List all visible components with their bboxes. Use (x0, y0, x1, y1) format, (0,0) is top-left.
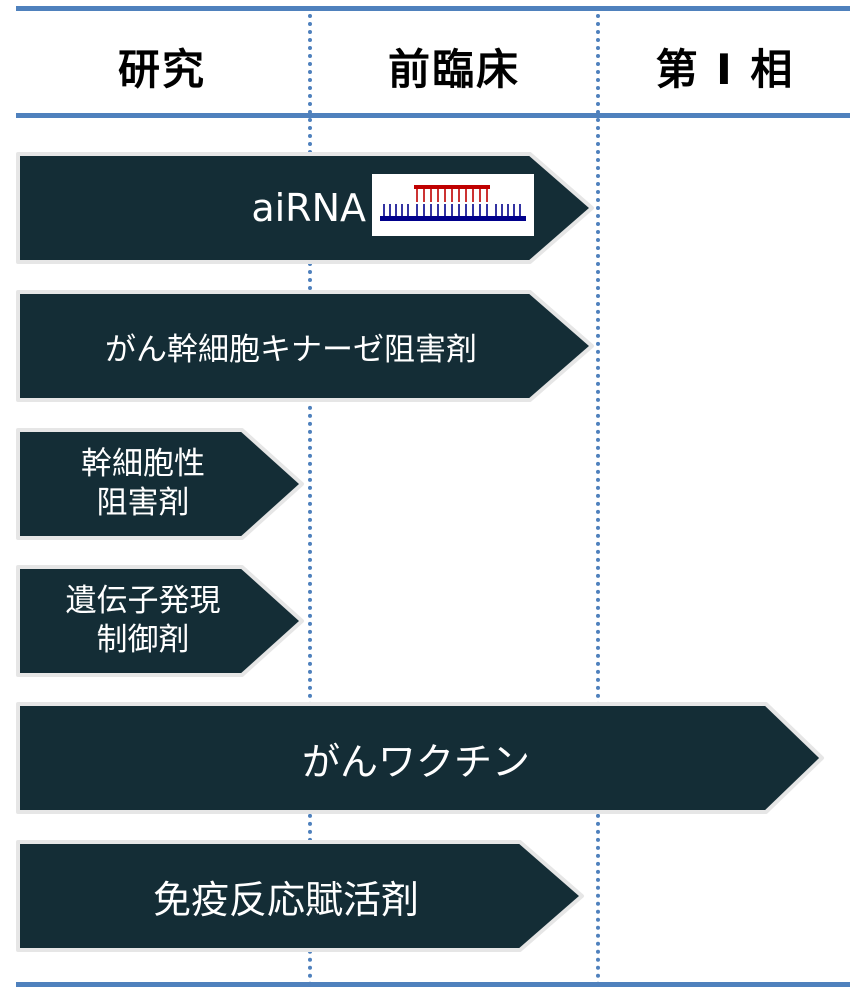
pipeline-arrow-immune-activator: 免疫反応賦活剤 (16, 840, 586, 952)
pipeline-arrow-stemness-inhibitor: 幹細胞性 阻害剤 (16, 428, 306, 540)
top-rule (16, 6, 850, 11)
header-phase1: 第 I 相 (655, 44, 795, 94)
pipeline-label-gene-expression-regulator: 遺伝子発現 制御剤 (16, 565, 270, 677)
pipeline-label-stemness-inhibitor-line2: 阻害剤 (96, 485, 190, 521)
pipeline-label-cancer-vaccine: がんワクチン (301, 739, 530, 784)
column-divider-preclinical-phase1 (596, 14, 600, 987)
header-preclinical: 前臨床 (387, 44, 520, 94)
pipeline-label-stemness-inhibitor: 幹細胞性 阻害剤 (16, 428, 270, 540)
pipeline-arrow-cancer-vaccine: がんワクチン (16, 702, 826, 814)
rna-duplex-icon (372, 174, 534, 236)
pipeline-label-airna: aiRNA (251, 186, 366, 230)
pipeline-label-csc-kinase-inhibitor: がん幹細胞キナーゼ阻害剤 (105, 331, 477, 368)
pipeline-label-immune-activator: 免疫反応賦活剤 (152, 877, 419, 922)
bottom-rule (16, 982, 850, 987)
column-divider-research-preclinical (308, 14, 312, 987)
pipeline-arrow-airna: aiRNA (16, 152, 596, 264)
header-research: 研究 (117, 44, 206, 94)
pipeline-arrow-csc-kinase-inhibitor: がん幹細胞キナーゼ阻害剤 (16, 290, 596, 402)
pipeline-arrow-gene-expression-regulator: 遺伝子発現 制御剤 (16, 565, 306, 677)
pipeline-label-gene-expression-regulator-line2: 制御剤 (96, 622, 190, 658)
header-rule (16, 113, 850, 118)
pipeline-label-gene-expression-regulator-line1: 遺伝子発現 (65, 583, 221, 620)
pipeline-label-stemness-inhibitor-line1: 幹細胞性 (81, 446, 205, 483)
